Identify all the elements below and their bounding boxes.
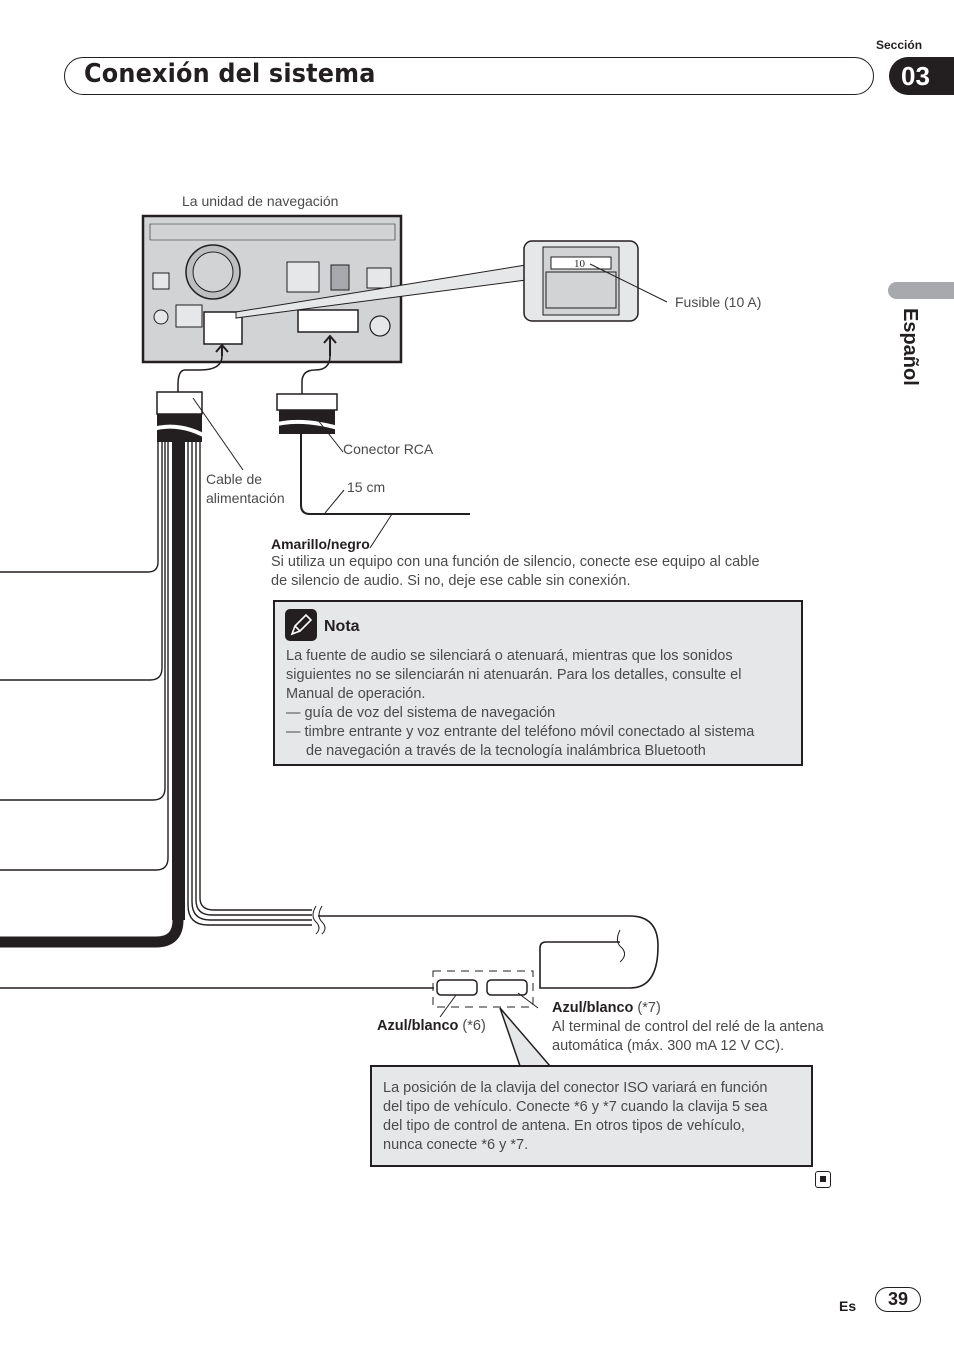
wire7-ref: (*7) bbox=[637, 1000, 661, 1016]
wire7-desc-1: Al terminal de control del relé de la an… bbox=[552, 1019, 824, 1035]
rca-label: Conector RCA bbox=[343, 441, 434, 457]
wire6-ref: (*6) bbox=[462, 1018, 486, 1034]
page-title: Conexión del sistema bbox=[84, 59, 376, 89]
note-bullet: de navegación a través de la tecnología … bbox=[306, 743, 706, 759]
mute-wire-text-2: de silencio de audio. Si no, deje ese ca… bbox=[271, 573, 631, 589]
fuse-value: 10 bbox=[574, 258, 586, 270]
iso-note-line: nunca conecte *6 y *7. bbox=[383, 1137, 529, 1153]
section-label: Sección bbox=[876, 38, 923, 52]
note-box bbox=[273, 600, 803, 766]
note-bullet: — guía de voz del sistema de navegación bbox=[286, 705, 556, 721]
note-bullet: — timbre entrante y voz entrante del tel… bbox=[286, 724, 755, 740]
iso-note-text: La posición de la clavija del conector I… bbox=[383, 1079, 803, 1155]
iso-note-box bbox=[370, 1065, 813, 1167]
wire7-desc-2: automática (máx. 300 mA 12 V CC). bbox=[552, 1038, 785, 1054]
unit-label: La unidad de navegación bbox=[182, 193, 339, 209]
fuse-label: Fusible (10 A) bbox=[675, 294, 762, 310]
language-tab bbox=[888, 282, 954, 299]
length-label: 15 cm bbox=[347, 479, 386, 495]
note-text: La fuente de audio se silenciará o atenu… bbox=[286, 647, 796, 761]
rca-connector-port bbox=[297, 309, 359, 333]
iso-note-line: La posición de la clavija del conector I… bbox=[383, 1080, 768, 1096]
wire7-label: Azul/blanco (*7) bbox=[552, 999, 661, 1018]
mute-wire-text-1: Si utiliza un equipo con una función de … bbox=[271, 554, 760, 570]
fuse-detail-illustration: 10 bbox=[523, 240, 668, 322]
iso-note-line: del tipo de control de antena. En otros … bbox=[383, 1118, 745, 1134]
title-bar bbox=[64, 57, 874, 95]
footer-lang-code: Es bbox=[839, 1298, 857, 1314]
note-line: Manual de operación. bbox=[286, 686, 426, 702]
note-title: Nota bbox=[324, 618, 360, 635]
power-cable-label-1: Cable de bbox=[206, 471, 263, 487]
note-line: siguientes no se silenciarán ni atenuará… bbox=[286, 667, 742, 683]
iso-note-line: del tipo de vehículo. Conecte *6 y *7 cu… bbox=[383, 1099, 768, 1115]
power-cable-label-2: alimentación bbox=[206, 490, 285, 506]
navigation-unit-illustration bbox=[141, 214, 403, 364]
mute-wire-title: Amarillo/negro bbox=[271, 536, 370, 552]
wire7-color: Azul/blanco bbox=[552, 1000, 634, 1016]
pencil-icon bbox=[285, 609, 317, 641]
language-label: Español bbox=[899, 308, 921, 386]
connector-7-icon bbox=[486, 979, 528, 996]
page-number: 39 bbox=[875, 1287, 921, 1312]
end-of-section-icon bbox=[815, 1171, 831, 1188]
section-number-tab: 03 bbox=[889, 57, 954, 95]
note-line: La fuente de audio se silenciará o atenu… bbox=[286, 648, 733, 664]
wire6-label: Azul/blanco (*6) bbox=[377, 1017, 486, 1036]
connector-6-icon bbox=[436, 979, 478, 996]
wire6-color: Azul/blanco bbox=[377, 1018, 459, 1034]
